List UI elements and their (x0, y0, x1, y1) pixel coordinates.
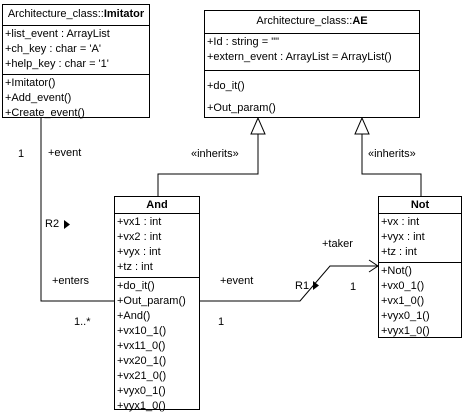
operations-section: +do_it() +Out_param() +And() +vx10_1() +… (115, 277, 199, 416)
operations-section: +Imitator() +Add_event() +Create_event() (3, 74, 149, 123)
class-title: Architecture_class::AE (205, 11, 419, 29)
class-not[interactable]: Not +vx : int +vyx : int +tz : int +Not(… (378, 196, 462, 338)
multiplicity-not: 1 (350, 281, 357, 293)
stereotype-inherits-left: «inherits» (191, 148, 239, 160)
attributes-section: +vx1 : int +vx2 : int +vyx : int +tz : i… (115, 213, 199, 277)
attributes-section: +vx : int +vyx : int +tz : int (379, 213, 461, 262)
operation: +vx21_0() (117, 370, 167, 382)
attribute: +vx1 : int (117, 216, 162, 228)
operation: +vyx0_1() (381, 310, 430, 322)
class-prefix: Architecture_class:: (7, 8, 104, 20)
multiplicity-and-one: 1 (218, 316, 225, 328)
r2-direction-marker (64, 220, 70, 229)
operation: +vyx1_0() (117, 400, 166, 412)
relation-r1-label: R1 (295, 280, 310, 292)
class-imitator[interactable]: Architecture_class::Imitator +list_event… (2, 4, 150, 119)
operation: +do_it() (117, 280, 155, 292)
class-name: Not (410, 199, 430, 211)
operation: +Add_event() (5, 92, 72, 104)
relation-r2-label: R2 (45, 218, 60, 230)
role-event-top: +event (48, 147, 82, 159)
class-and[interactable]: And +vx1 : int +vx2 : int +vyx : int +tz… (114, 196, 200, 412)
operations-section: +do_it() +Out_param() (205, 70, 419, 121)
multiplicity-imitator: 1 (18, 148, 25, 160)
operation: +vx0_1() (381, 280, 425, 292)
operation: +Out_param() (207, 102, 276, 114)
inheritance-triangle-left (250, 116, 266, 135)
class-name: AE (352, 15, 368, 27)
class-prefix: Architecture_class:: (256, 15, 353, 27)
operation: +vyx0_1() (117, 385, 166, 397)
role-taker: +taker (322, 238, 353, 250)
r1-direction-marker (313, 281, 319, 290)
class-name: And (146, 199, 168, 211)
attribute: +tz : int (381, 246, 417, 258)
attribute: +help_key : char = '1' (5, 58, 109, 70)
role-enters: +enters (52, 275, 89, 287)
generalization-not-ae (361, 134, 422, 196)
operation: +vx11_0() (117, 340, 166, 352)
operation: +Not() (381, 265, 412, 277)
attributes-section: +Id : string = "" +extern_event : ArrayL… (205, 33, 419, 70)
operation: +vx10_1() (117, 325, 167, 337)
multiplicity-and-many: 1..* (74, 316, 91, 328)
class-ae[interactable]: Architecture_class::AE +Id : string = ""… (204, 10, 420, 118)
attribute: +vyx : int (381, 231, 425, 243)
attribute: +extern_event : ArrayList = ArrayList() (207, 51, 392, 63)
attribute: +list_event : ArrayList (5, 28, 110, 40)
class-title: Architecture_class::Imitator (3, 5, 149, 22)
operation: +vx20_1() (117, 355, 167, 367)
operation: +And() (117, 310, 151, 322)
attribute: +vyx : int (117, 246, 161, 258)
class-name: Imitator (103, 8, 145, 20)
class-title: Not (379, 197, 461, 213)
operation: +vx1_0() (381, 295, 425, 307)
operations-section: +Not() +vx0_1() +vx1_0() +vyx0_1() +vyx1… (379, 262, 461, 341)
operation: +Create_event() (5, 107, 85, 119)
attribute: +vx : int (381, 216, 420, 228)
operation: +do_it() (207, 80, 245, 92)
class-title: And (115, 197, 199, 213)
attributes-section: +list_event : ArrayList +ch_key : char =… (3, 25, 149, 74)
stereotype-inherits-right: «inherits» (368, 148, 416, 160)
operation: +vyx1_0() (381, 325, 430, 337)
operation: +Out_param() (117, 295, 186, 307)
inheritance-triangle-right (354, 116, 370, 135)
generalization-and-ae (157, 134, 259, 196)
attribute: +vx2 : int (117, 231, 162, 243)
attribute: +Id : string = "" (207, 36, 280, 48)
attribute: +tz : int (117, 261, 153, 273)
attribute: +ch_key : char = 'A' (5, 43, 101, 55)
operation: +Imitator() (5, 77, 56, 89)
role-event-mid: +event (220, 275, 254, 287)
